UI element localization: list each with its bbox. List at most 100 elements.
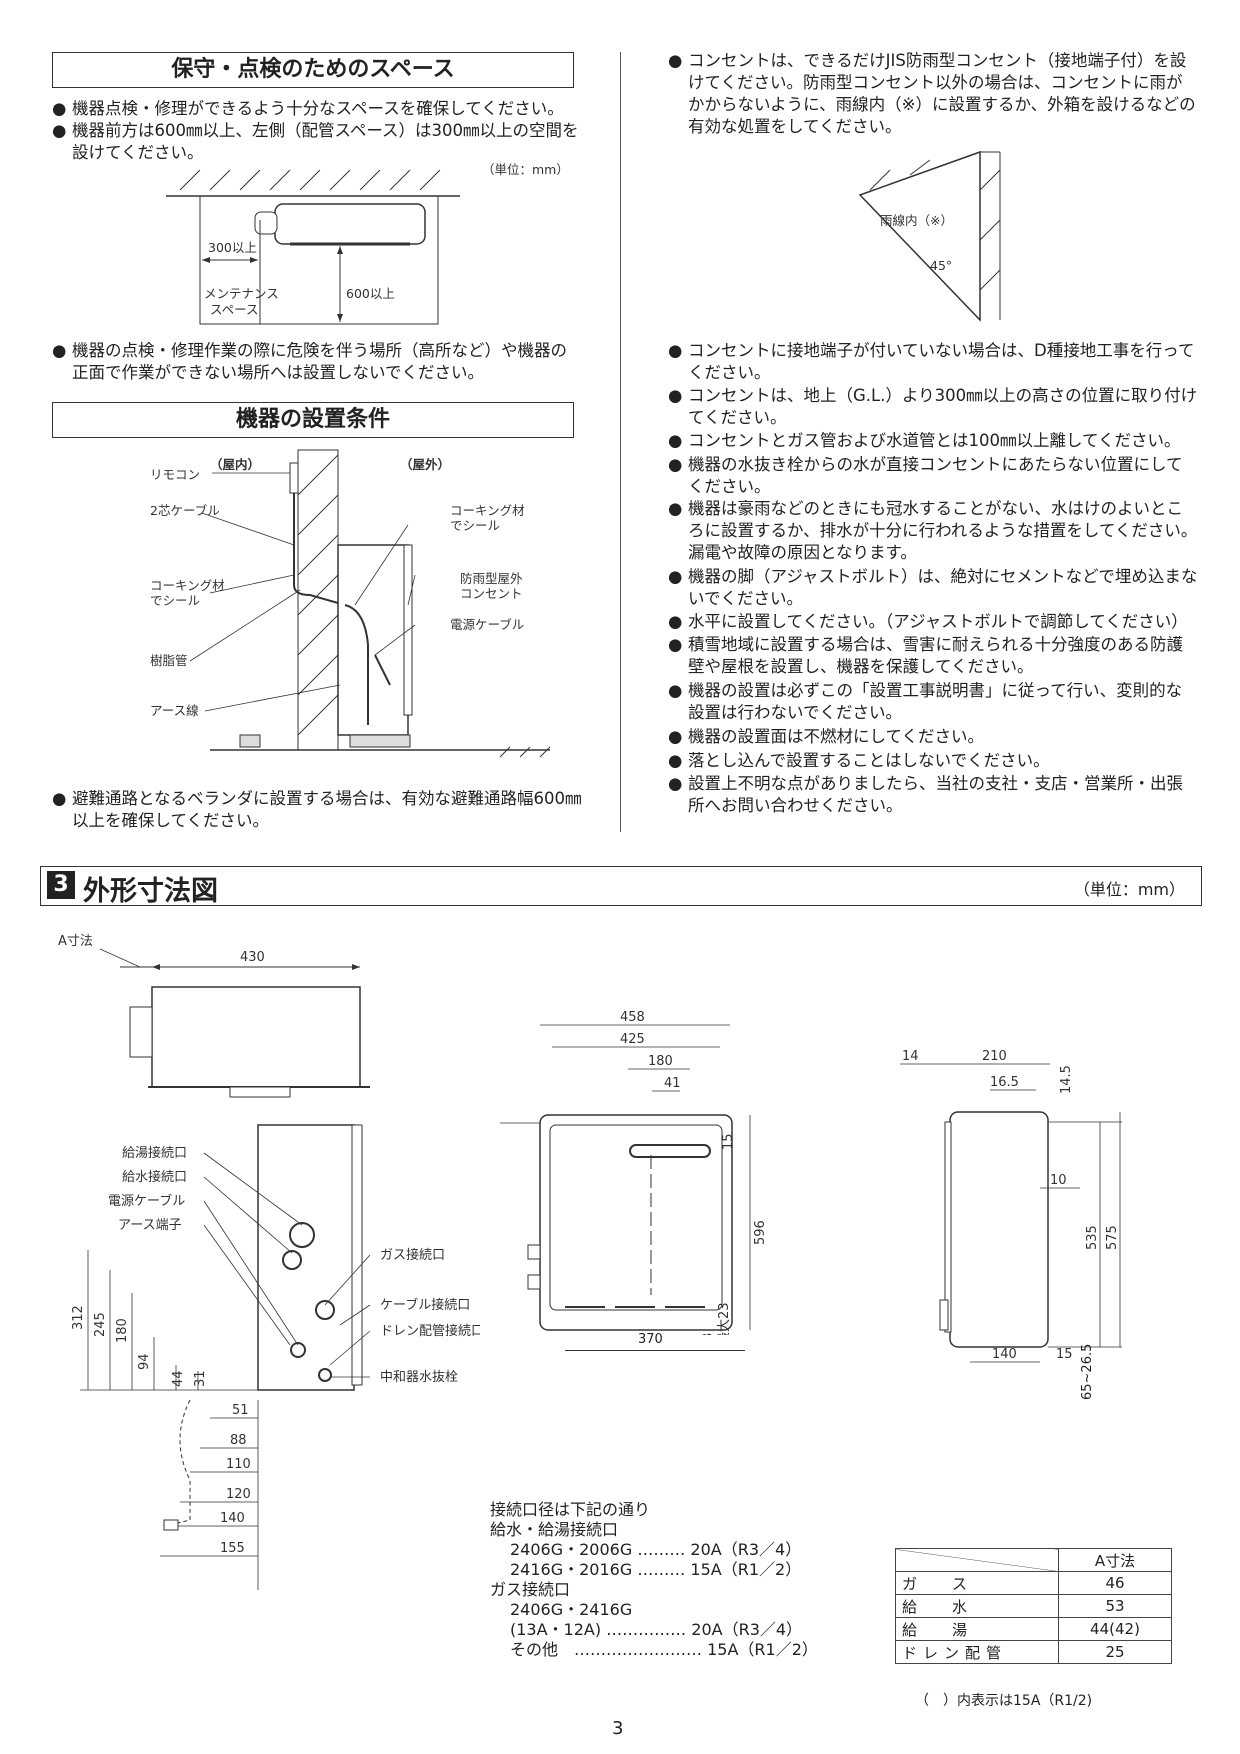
dim-140-right: 140: [992, 1347, 1017, 1362]
right-bullet-7: ●水平に設置してください。（アジャストボルトで調節してください）: [668, 612, 1188, 631]
install-diagram: （屋内） （屋外） リモコン 2芯ケーブル コーキング材 でシール 樹脂管 アー…: [150, 449, 551, 758]
dim-31: 31: [193, 1370, 208, 1387]
label-outlet-2: コンセント: [460, 586, 523, 601]
right-bullet-2: ●コンセントは、地上（G.L.）より300㎜以上の高さの位置に取り付けてください…: [668, 386, 1198, 427]
side-view-diagram: A寸法 430 給湯接続口 給水接続口 電源ケーブル アース端子 ガス接続口 ケ…: [58, 934, 480, 1391]
right-bullet-11: ●落とし込んで設置することはしないでください。: [668, 751, 1050, 770]
dim-10: 10: [1050, 1173, 1067, 1188]
dim-245: 245: [93, 1312, 108, 1337]
label-caulk-right-1: コーキング材: [450, 503, 525, 518]
dim-370: 370: [638, 1332, 663, 1347]
dim-15-right: 15: [1056, 1347, 1073, 1362]
dim-51: 51: [232, 1403, 249, 1418]
label-remocon: リモコン: [150, 467, 200, 482]
label-gas: ガス接続口: [380, 1247, 445, 1263]
table-row: A寸法: [895, 1548, 1172, 1572]
dim-210: 210: [982, 1050, 1007, 1064]
label-cable-conn: ケーブル接続口: [380, 1297, 470, 1313]
section3-title: 外形寸法図: [83, 876, 218, 907]
table-header: A寸法: [1058, 1548, 1172, 1572]
label-600: 600以上: [346, 286, 395, 301]
maintenance-bullet-1: ●機器点検・修理ができるよう十分なスペースを確保してください。: [52, 99, 564, 118]
rain-label: 雨線内（※）: [880, 213, 953, 228]
rain-line-diagram: 雨線内（※） 45°: [858, 150, 1001, 322]
outdoor-label: （屋外）: [400, 457, 450, 472]
maintenance-bullet-after: ●機器の点検・修理作業の際に危険を伴う場所（高所など）や機器の正面で作業ができな…: [52, 341, 567, 382]
right-bullet-6: ●機器の脚（アジャストボルト）は、絶対にセメントなどで埋め込まないでください。: [668, 567, 1198, 608]
label-caulk-left-2: でシール: [150, 593, 200, 608]
right-bullet-12: ●設置上不明な点がありましたら、当社の支社・支店・営業所・出張所へお問い合わせく…: [668, 774, 1183, 815]
conn-line-7: その他 …………………… 15A（R1／2）: [510, 1640, 818, 1659]
page-number: 3: [612, 1718, 624, 1739]
top-width-dim: 430: [240, 950, 265, 965]
dim-312: 312: [71, 1305, 86, 1330]
install-conditions-title: 機器の設置条件: [52, 402, 574, 438]
dim-41: 41: [664, 1076, 681, 1091]
table-cell-name: 給 水: [895, 1594, 1059, 1618]
right-bullet-10: ●機器の設置面は不燃材にしてください。: [668, 727, 985, 746]
table-cell-value: 44(42): [1058, 1617, 1172, 1641]
section3-unit: （単位：mm）: [1073, 880, 1185, 899]
conn-line-2: 2406G・2006G ……… 20A（R3／4）: [510, 1540, 802, 1559]
table-corner: [895, 1548, 1059, 1572]
dim-88: 88: [230, 1433, 247, 1448]
dim-180-front: 180: [648, 1054, 673, 1069]
maintenance-diagram: （単位：mm） 300以上 600以上 メンテナンス スペース: [166, 162, 569, 325]
right-bullet-5: ●機器は豪雨などのときにも冠水することがない、水はけのよいところに設置するか、排…: [668, 499, 1198, 562]
table-row: ドレン配管 25: [895, 1640, 1172, 1664]
angle-label: 45°: [930, 258, 952, 273]
right-view-diagram: 14 210 16.5 14.5 535 575 10 140 15: [900, 1050, 1122, 1363]
front-bottom-dim: [565, 1350, 745, 1351]
conn-line-1: 給水・給湯接続口: [490, 1520, 619, 1539]
label-space-1: メンテナンス: [204, 286, 279, 301]
indoor-label: （屋内）: [210, 457, 260, 472]
dim-155: 155: [220, 1541, 245, 1556]
maintenance-title: 保守・点検のためのスペース: [52, 52, 574, 88]
right-bullet-8: ●積雪地域に設置する場合は、雪害に耐えられる十分強度のある防護壁や屋根を設置し、…: [668, 635, 1183, 676]
conn-line-6: (13A・12A) …………… 20A（R3／4）: [510, 1620, 803, 1639]
dim-180: 180: [115, 1318, 130, 1343]
label-earth-wire: アース線: [150, 703, 199, 718]
table-cell-name: 給 湯: [895, 1617, 1059, 1641]
label-resin-pipe: 樹脂管: [150, 653, 188, 668]
dim-94: 94: [137, 1353, 152, 1370]
table-cell-name: ドレン配管: [895, 1640, 1059, 1664]
table-cell-value: 46: [1058, 1571, 1172, 1595]
table-row: 給 水 53: [895, 1594, 1172, 1618]
right-bullet-1: ●コンセントに接地端子が付いていない場合は、D種接地工事を行ってください。: [668, 341, 1195, 382]
dim-65-265: 65~26.5: [1080, 1343, 1095, 1400]
install-bullet-after: ●避難通路となるベランダに設置する場合は、有効な避難通路幅600㎜以上を確保して…: [52, 789, 582, 830]
table-cell-value: 25: [1058, 1640, 1172, 1664]
maintenance-unit: （単位：mm）: [482, 162, 569, 177]
connections-heading: 接続口径は下記の通り: [490, 1500, 651, 1519]
label-power-cable: 電源ケーブル: [450, 617, 524, 632]
dim-110: 110: [226, 1457, 251, 1472]
dim-425: 425: [620, 1032, 645, 1047]
table-row: 給 湯 44(42): [895, 1617, 1172, 1641]
maintenance-bullet-2: ●機器前方は600㎜以上、左側（配管スペース）は300㎜以上の空間を設けてくださ…: [52, 121, 579, 162]
label-cold-water: 給水接続口: [122, 1169, 187, 1185]
label-hot-water: 給湯接続口: [122, 1145, 187, 1161]
table-row: ガ ス 46: [895, 1571, 1172, 1595]
table-cell-name: ガ ス: [895, 1571, 1059, 1595]
dim-14: 14: [902, 1050, 919, 1064]
a-table-note: （ ）内表示は15A（R1/2): [915, 1693, 1093, 1709]
dim-max23: 最大23: [717, 1302, 732, 1335]
column-divider: [620, 52, 621, 832]
right-bullet-4: ●機器の水抜き栓からの水が直接コンセントにあたらない位置にしてください。: [668, 455, 1183, 496]
dim-596: 596: [753, 1220, 768, 1245]
section3-header: 3 外形寸法図 （単位：mm）: [40, 866, 1202, 907]
outlet-bullet-top: ●コンセントは、できるだけJIS防雨型コンセント（接地端子付）を設けてください。…: [668, 51, 1196, 136]
dim-3: 3: [701, 1333, 716, 1335]
a-dimension-table: A寸法 ガ ス 46 給 水 53 給 湯 44(42) ドレン配管 25: [895, 1548, 1172, 1664]
dim-14-5: 14.5: [1059, 1065, 1074, 1094]
label-space-2: スペース: [210, 302, 259, 317]
label-outlet-1: 防雨型屋外: [460, 571, 523, 586]
dim-140: 140: [220, 1511, 245, 1526]
a-dim-label: A寸法: [58, 934, 93, 949]
label-drain: ドレン配管接続口: [380, 1323, 480, 1339]
label-earth-terminal: アース端子: [118, 1218, 182, 1233]
side-view-hdims: 46 51 88 110 120 140 155: [160, 1400, 259, 1590]
right-bullet-9: ●機器の設置は必ずこの「設置工事説明書」に従って行い、変則的な設置は行わないでく…: [668, 681, 1183, 722]
dim-458: 458: [620, 1010, 645, 1025]
